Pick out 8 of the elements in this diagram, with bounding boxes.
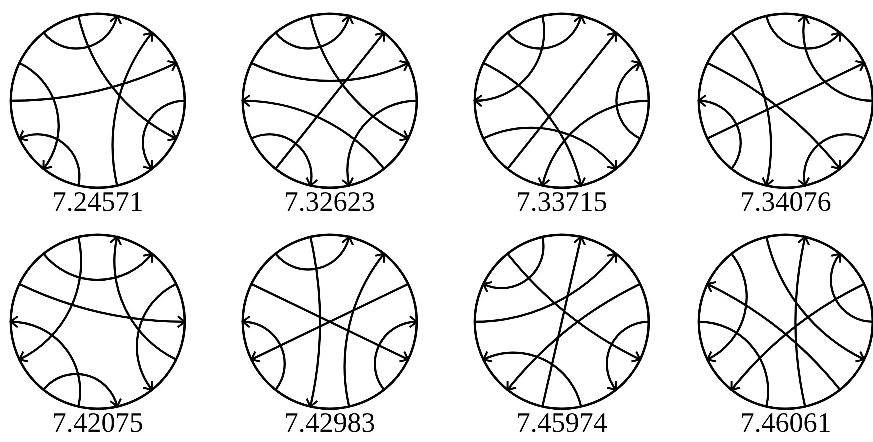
value-label: 7.34076 <box>740 187 832 219</box>
value-label: 7.46061 <box>740 408 832 440</box>
value-label: 7.33715 <box>516 187 608 219</box>
value-label: 7.42075 <box>52 408 144 440</box>
value-label: 7.24571 <box>52 187 144 219</box>
value-label: 7.42983 <box>284 408 376 440</box>
value-label: 7.45974 <box>516 408 608 440</box>
value-label: 7.32623 <box>284 187 376 219</box>
